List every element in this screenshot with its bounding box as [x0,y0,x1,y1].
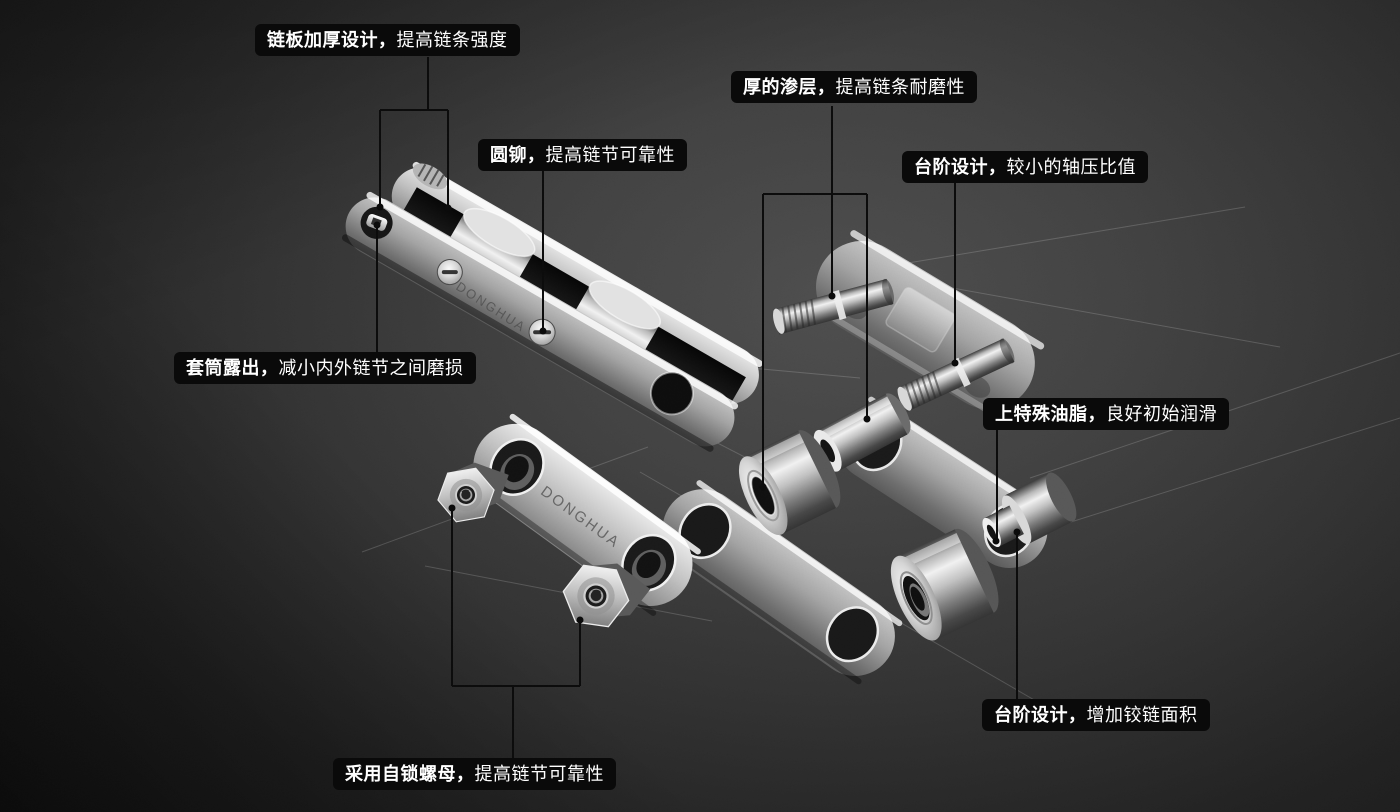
callout-bold-text: 圆铆， [490,145,546,165]
callout-step-design-axle: 台阶设计，较小的轴压比值 [902,151,1148,183]
callout-bold-text: 套筒露出， [186,358,279,378]
callout-self-locking-nut: 采用自锁螺母，提高链节可靠性 [333,758,616,790]
callout-bold-text: 台阶设计， [914,157,1007,177]
callout-bold-text: 链板加厚设计， [267,30,397,50]
callout-rest-text: 增加铰链面积 [1086,705,1198,725]
callout-sleeve-exposed: 套筒露出，减小内外链节之间磨损 [174,352,476,384]
callout-rest-text: 提高链条强度 [396,30,508,50]
callout-bold-text: 采用自锁螺母， [345,764,475,784]
callout-rest-text: 提高链节可靠性 [545,145,675,165]
callout-rest-text: 减小内外链节之间磨损 [278,358,464,378]
callout-rest-text: 较小的轴压比值 [1006,157,1136,177]
callout-round-rivet: 圆铆，提高链节可靠性 [478,139,687,171]
callout-special-grease: 上特殊油脂，良好初始润滑 [983,398,1229,430]
callout-rest-text: 提高链条耐磨性 [835,77,965,97]
callout-bold-text: 上特殊油脂， [995,404,1106,424]
callout-rest-text: 提高链节可靠性 [474,764,604,784]
callout-bold-text: 台阶设计， [994,705,1087,725]
callout-thick-case-layer: 厚的渗层，提高链条耐磨性 [731,71,977,103]
callout-step-design-hinge: 台阶设计，增加铰链面积 [982,699,1210,731]
callout-plate-thickening: 链板加厚设计，提高链条强度 [255,24,520,56]
callout-rest-text: 良好初始润滑 [1106,404,1217,424]
callout-bold-text: 厚的渗层， [743,77,836,97]
